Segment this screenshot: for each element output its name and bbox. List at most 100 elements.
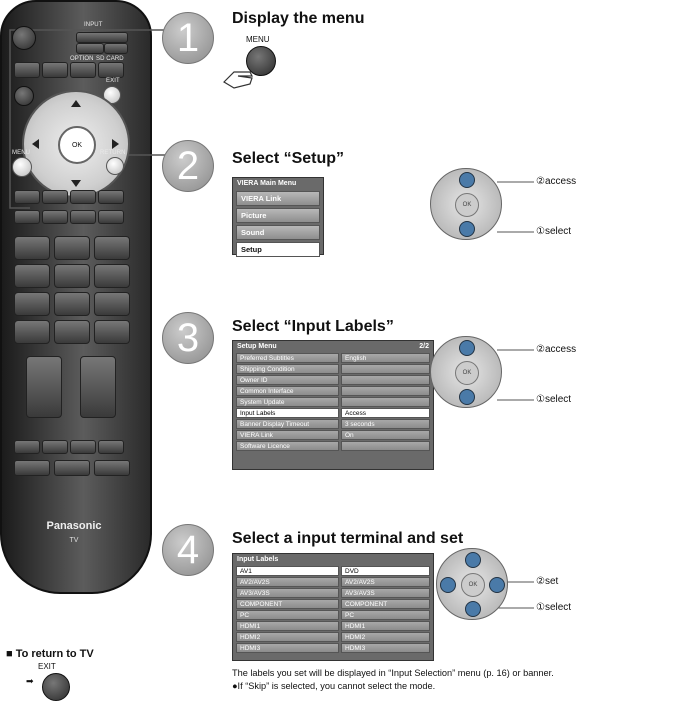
arrow-down-icon[interactable] [459, 389, 475, 405]
access-note-3: ②access [536, 344, 577, 355]
option-label: OPTION [70, 56, 94, 62]
dpad-step4[interactable]: OK [436, 548, 508, 620]
dpad-step2[interactable]: OK [430, 168, 502, 240]
sttl-button[interactable] [42, 210, 68, 224]
input-button[interactable] [76, 32, 128, 43]
color-button-blue[interactable] [98, 190, 124, 204]
step-1-number: 1 [162, 12, 214, 64]
sdcard-button[interactable] [98, 62, 124, 78]
exit-label-remote: EXIT [106, 78, 120, 84]
set-note-4: ②set [536, 576, 559, 587]
ok-icon[interactable]: OK [455, 361, 479, 385]
input-labels-header: Input Labels [237, 556, 279, 563]
channel-rocker[interactable] [80, 356, 116, 418]
table-row[interactable]: Owner ID [236, 375, 430, 385]
ok-icon[interactable]: OK [455, 193, 479, 217]
num-button-5[interactable] [54, 264, 90, 288]
last-view-button[interactable] [94, 320, 130, 344]
num-button-6[interactable] [94, 264, 130, 288]
num-button-0[interactable] [54, 320, 90, 344]
exit-label: EXIT [38, 662, 56, 671]
playback-button-2[interactable] [42, 440, 68, 454]
arrow-down-icon[interactable] [71, 180, 81, 187]
num-button-4[interactable] [14, 264, 50, 288]
arrow-up-icon[interactable] [459, 340, 475, 356]
menu-item-picture[interactable]: Picture [236, 208, 320, 223]
arrow-left-icon[interactable] [32, 139, 39, 149]
table-row[interactable]: Common Interface [236, 386, 430, 396]
step-2-title: Select “Setup” [232, 150, 345, 167]
volume-rocker[interactable] [26, 356, 62, 418]
setup-menu-header: Setup Menu [237, 343, 277, 350]
table-row[interactable]: Shipping Condition [236, 364, 430, 374]
hold-button[interactable] [98, 210, 124, 224]
table-row[interactable]: System Update [236, 397, 430, 407]
menu-round-button[interactable] [246, 46, 276, 76]
arrow-up-icon[interactable] [71, 100, 81, 107]
num-button-9[interactable] [94, 292, 130, 316]
arrow-left-icon[interactable] [440, 577, 456, 593]
step-1-title: Display the menu [232, 10, 365, 27]
color-button-yellow[interactable] [70, 190, 96, 204]
num-button-3[interactable] [94, 236, 130, 260]
func-button-1[interactable] [14, 62, 40, 78]
color-button-red[interactable] [14, 190, 40, 204]
sdcard-label: SD CARD [96, 56, 124, 62]
table-row[interactable]: Software Licence [236, 441, 430, 451]
index-button[interactable] [70, 210, 96, 224]
playback-button-3[interactable] [70, 440, 96, 454]
playback-button-6[interactable] [54, 460, 90, 476]
select-note-2: ①select [536, 226, 572, 237]
playback-button-4[interactable] [98, 440, 124, 454]
menu-button[interactable] [12, 157, 32, 177]
dpad-ring[interactable]: OK [22, 90, 130, 198]
menu-item-sound[interactable]: Sound [236, 225, 320, 240]
num-button-2[interactable] [54, 236, 90, 260]
color-button-green[interactable] [42, 190, 68, 204]
arrow-down-icon[interactable] [459, 221, 475, 237]
num-button-7[interactable] [14, 292, 50, 316]
dpad-step3[interactable]: OK [430, 336, 502, 408]
arrow-right-icon[interactable] [489, 577, 505, 593]
av-button[interactable] [104, 43, 128, 54]
option-button[interactable] [70, 62, 96, 78]
remote-control: INPUT OPTION SD CARD EXIT OK MENU RETURN [0, 0, 152, 594]
ok-icon[interactable]: OK [461, 573, 485, 597]
setup-menu-page: 2/2 [419, 343, 429, 350]
info-button[interactable] [14, 86, 34, 106]
arrow-up-icon[interactable] [465, 552, 481, 568]
num-button-8[interactable] [54, 292, 90, 316]
num-button-1[interactable] [14, 236, 50, 260]
tv-button[interactable] [76, 43, 104, 54]
arrow-right-icon[interactable] [112, 139, 119, 149]
menu-item-viera-link[interactable]: VIERA Link [236, 191, 320, 206]
power-button[interactable] [12, 26, 36, 50]
playback-button-7[interactable] [94, 460, 130, 476]
return-button[interactable] [106, 157, 124, 175]
arrow-up-icon[interactable] [459, 172, 475, 188]
menu-item-setup[interactable]: Setup [236, 242, 320, 257]
aspect-button[interactable] [14, 320, 50, 344]
exit-round-button[interactable] [42, 673, 70, 701]
arrow-down-icon[interactable] [465, 601, 481, 617]
playback-button-5[interactable] [14, 460, 50, 476]
ok-button[interactable]: OK [58, 126, 96, 164]
return-title: ■ To return to TV [6, 648, 94, 660]
text-button[interactable] [14, 210, 40, 224]
playback-button-1[interactable] [14, 440, 40, 454]
func-button-2[interactable] [42, 62, 68, 78]
